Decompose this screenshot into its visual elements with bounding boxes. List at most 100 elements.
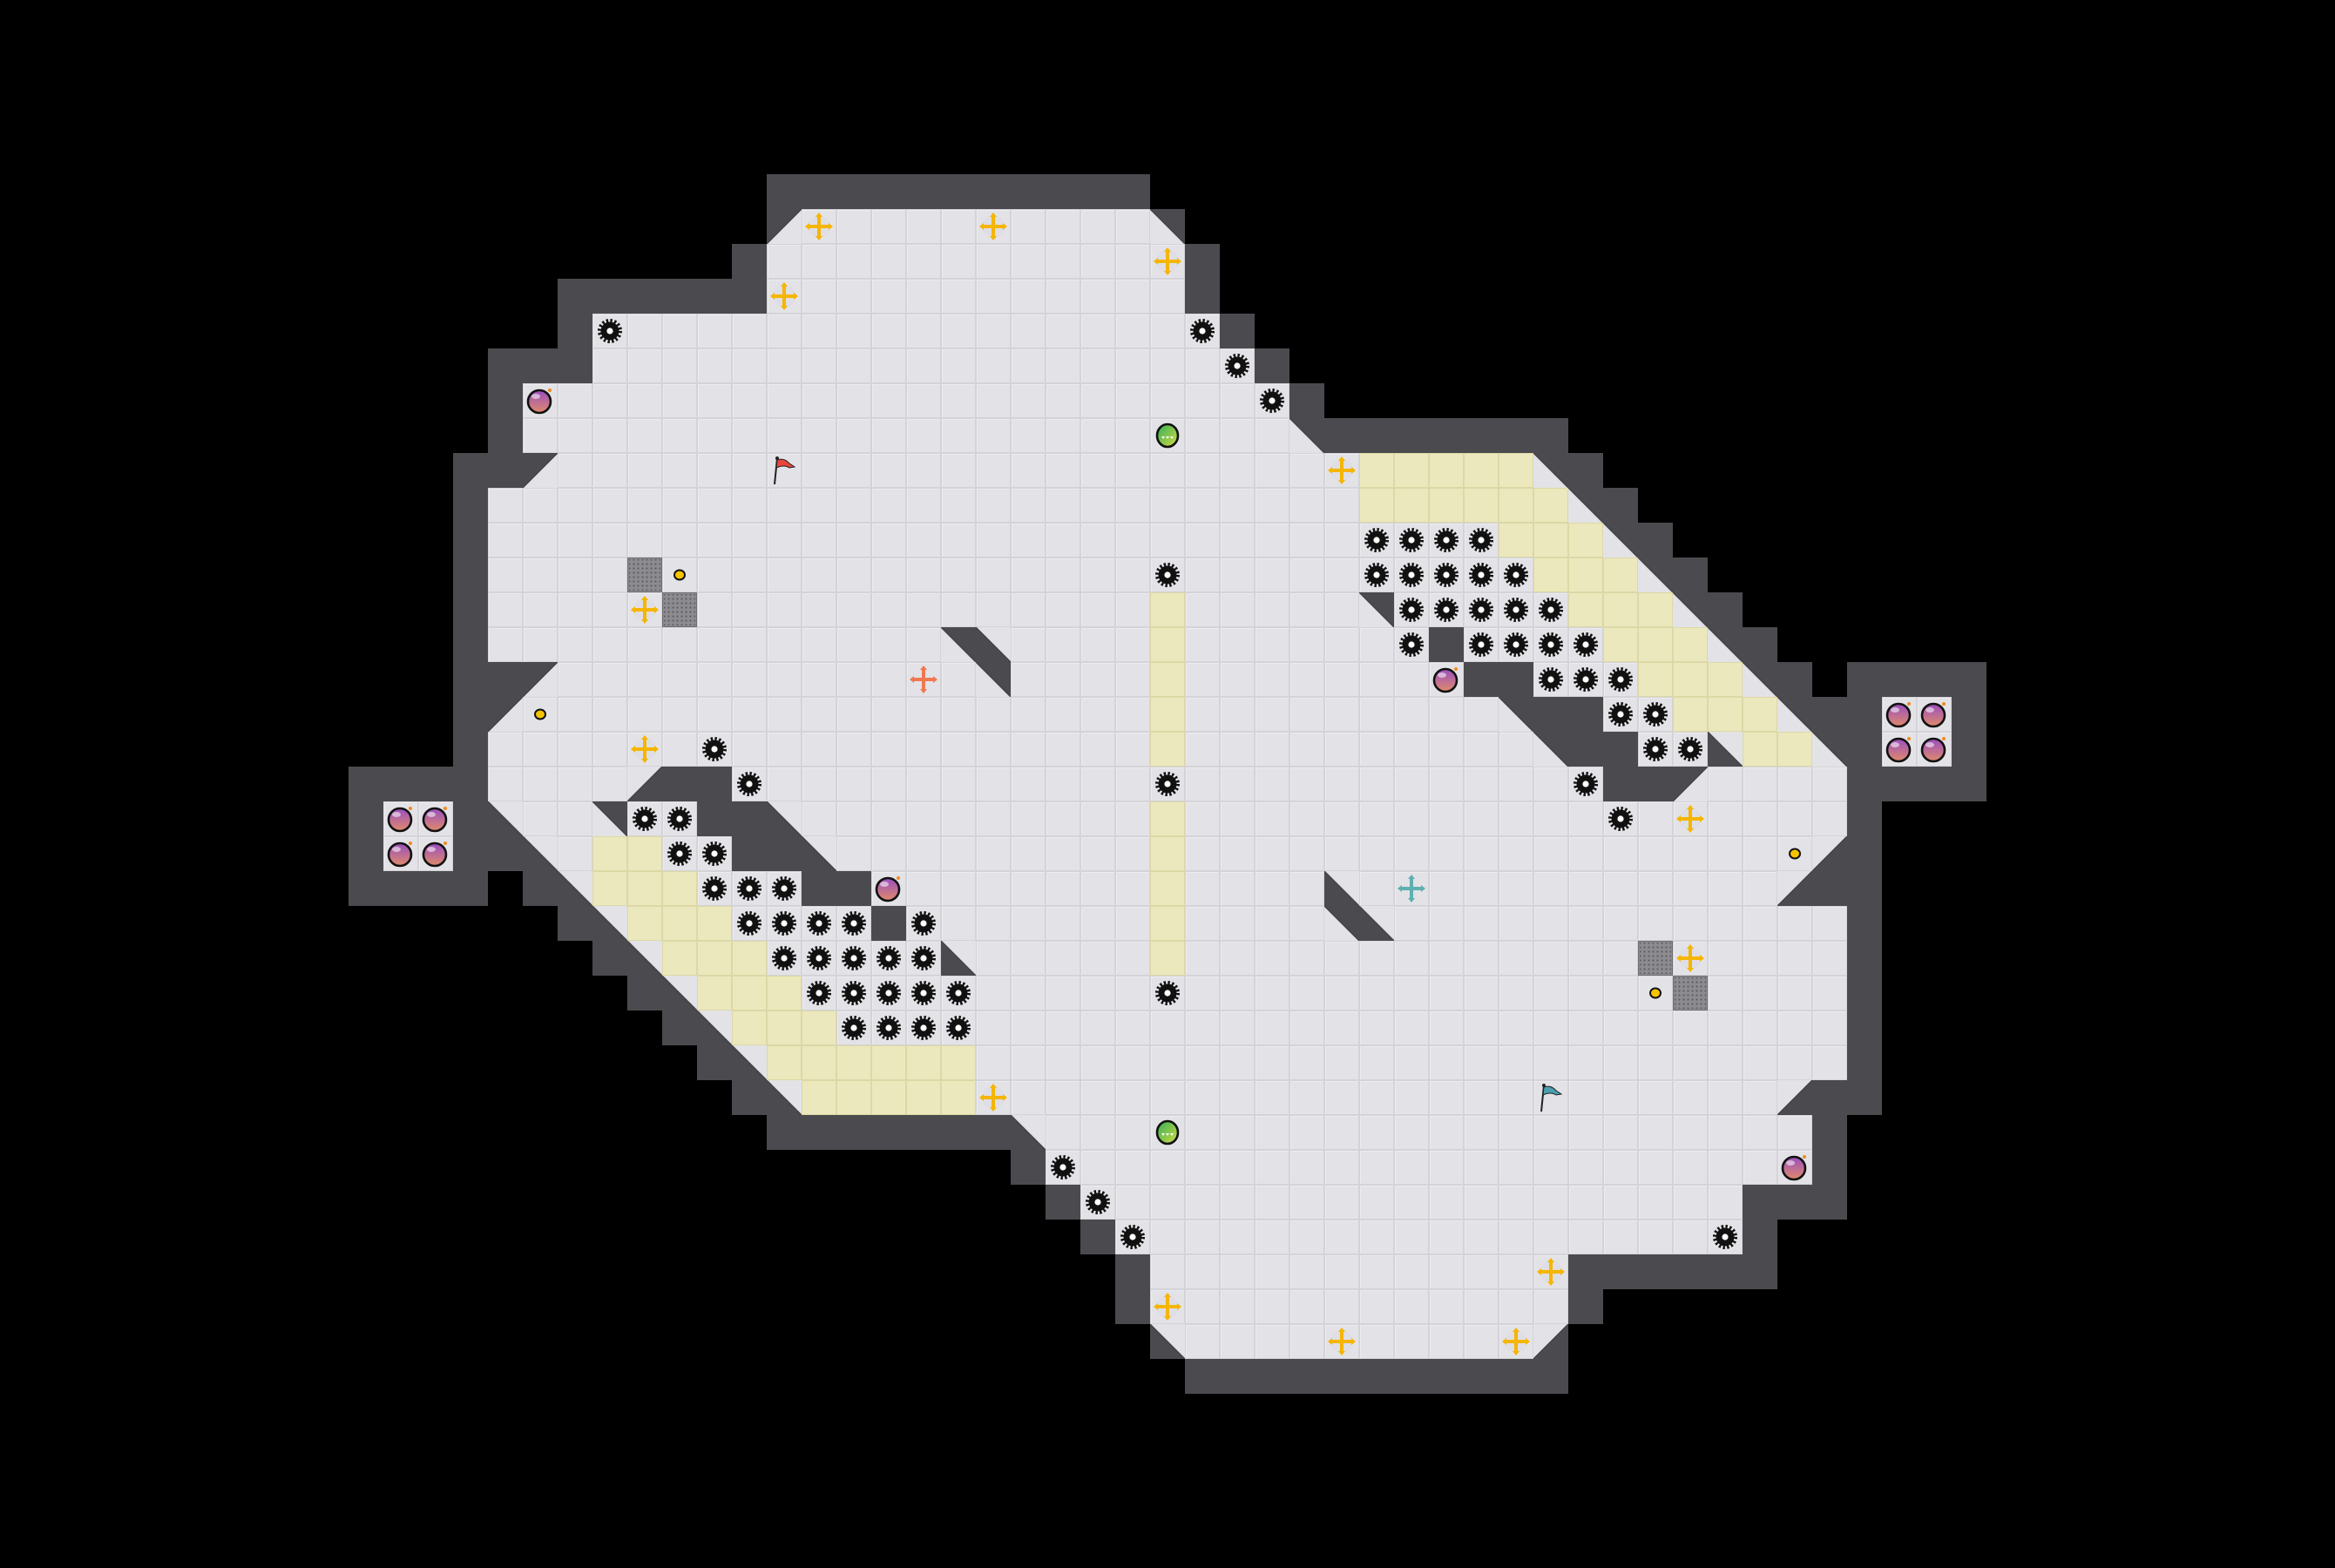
wall-tile bbox=[1359, 1359, 1394, 1394]
floor-tile bbox=[1011, 348, 1046, 383]
floor-tile bbox=[1533, 1220, 1568, 1254]
floor-tile bbox=[1115, 348, 1150, 383]
floor-tile bbox=[662, 592, 697, 627]
floor-tile bbox=[941, 558, 976, 592]
floor-tile bbox=[1359, 1289, 1394, 1324]
floor-tile bbox=[871, 244, 906, 279]
floor-tile bbox=[1708, 906, 1743, 941]
highlight-floor-tile bbox=[1464, 488, 1499, 523]
wall-tile bbox=[871, 906, 906, 941]
floor-tile bbox=[836, 418, 871, 453]
floor-tile bbox=[662, 383, 697, 418]
floor-tile bbox=[1359, 836, 1394, 871]
wall-tile bbox=[418, 767, 453, 801]
floor-tile bbox=[1673, 1150, 1708, 1185]
floor-tile bbox=[1324, 1115, 1359, 1150]
floor-tile bbox=[836, 348, 871, 383]
floor-tile bbox=[1394, 523, 1429, 558]
bomb-box-tile bbox=[1917, 732, 1952, 767]
floor-tile bbox=[802, 314, 836, 348]
diagonal-wall-tile bbox=[1568, 488, 1603, 523]
floor-tile bbox=[558, 697, 592, 732]
floor-tile bbox=[1150, 1220, 1185, 1254]
floor-tile bbox=[1011, 383, 1046, 418]
floor-tile bbox=[1150, 767, 1185, 801]
floor-tile bbox=[732, 558, 767, 592]
floor-tile bbox=[697, 871, 732, 906]
wall-tile bbox=[1743, 627, 1777, 662]
highlight-floor-tile bbox=[1150, 801, 1185, 836]
floor-tile bbox=[1150, 1080, 1185, 1115]
floor-tile bbox=[1185, 732, 1220, 767]
floor-tile bbox=[1464, 523, 1499, 558]
floor-tile bbox=[1673, 1115, 1708, 1150]
floor-tile bbox=[906, 279, 941, 314]
floor-tile bbox=[1115, 906, 1150, 941]
floor-tile bbox=[1255, 1010, 1289, 1045]
floor-tile bbox=[836, 732, 871, 767]
highlight-floor-tile bbox=[1603, 558, 1638, 592]
wall-tile bbox=[1568, 453, 1603, 488]
diagonal-wall-tile bbox=[1499, 697, 1533, 732]
wall-tile bbox=[349, 871, 383, 906]
floor-tile bbox=[1603, 1115, 1638, 1150]
diagonal-wall-tile bbox=[1324, 871, 1359, 906]
floor-tile bbox=[1150, 1010, 1185, 1045]
floor-tile bbox=[1289, 488, 1324, 523]
floor-tile bbox=[1673, 906, 1708, 941]
floor-tile bbox=[1011, 906, 1046, 941]
floor-tile bbox=[558, 383, 592, 418]
floor-tile bbox=[1568, 1080, 1603, 1115]
floor-tile bbox=[1359, 523, 1394, 558]
floor-tile bbox=[767, 767, 802, 801]
floor-tile bbox=[941, 976, 976, 1010]
floor-tile bbox=[1533, 1080, 1568, 1115]
highlight-floor-tile bbox=[1359, 453, 1394, 488]
floor-tile bbox=[1359, 767, 1394, 801]
floor-tile bbox=[1777, 1045, 1812, 1080]
floor-tile bbox=[1359, 1185, 1394, 1220]
highlight-floor-tile bbox=[697, 941, 732, 976]
floor-tile bbox=[1568, 767, 1603, 801]
floor-tile bbox=[1255, 523, 1289, 558]
floor-tile bbox=[1708, 836, 1743, 871]
floor-tile bbox=[1080, 976, 1115, 1010]
floor-tile bbox=[976, 523, 1011, 558]
floor-tile bbox=[1568, 1220, 1603, 1254]
floor-tile bbox=[1289, 558, 1324, 592]
wall-tile bbox=[592, 941, 627, 976]
floor-tile bbox=[1080, 906, 1115, 941]
wall-tile bbox=[1603, 732, 1638, 767]
floor-tile bbox=[1011, 836, 1046, 871]
highlight-floor-tile bbox=[1603, 627, 1638, 662]
floor-tile bbox=[523, 558, 558, 592]
floor-tile bbox=[1673, 1080, 1708, 1115]
floor-tile bbox=[592, 697, 627, 732]
floor-tile bbox=[592, 488, 627, 523]
floor-tile bbox=[1324, 1150, 1359, 1185]
floor-tile bbox=[1429, 1150, 1464, 1185]
floor-tile bbox=[906, 244, 941, 279]
floor-tile bbox=[1185, 1115, 1220, 1150]
floor-tile bbox=[767, 453, 802, 488]
floor-tile bbox=[1289, 906, 1324, 941]
floor-tile bbox=[976, 488, 1011, 523]
diagonal-wall-tile bbox=[488, 697, 523, 732]
diagonal-wall-tile bbox=[941, 941, 976, 976]
floor-tile bbox=[627, 314, 662, 348]
floor-tile bbox=[1011, 1080, 1046, 1115]
floor-tile bbox=[1080, 1045, 1115, 1080]
floor-tile bbox=[1255, 1045, 1289, 1080]
floor-tile bbox=[1499, 1289, 1533, 1324]
floor-tile bbox=[732, 662, 767, 697]
diagonal-wall-tile bbox=[1777, 871, 1812, 906]
floor-tile bbox=[767, 662, 802, 697]
floor-tile bbox=[1080, 1150, 1115, 1185]
floor-tile bbox=[1289, 523, 1324, 558]
floor-tile bbox=[1115, 314, 1150, 348]
floor-tile bbox=[1220, 836, 1255, 871]
floor-tile bbox=[697, 348, 732, 383]
floor-tile bbox=[1464, 1080, 1499, 1115]
floor-tile bbox=[1185, 523, 1220, 558]
wall-tile bbox=[767, 1115, 802, 1150]
